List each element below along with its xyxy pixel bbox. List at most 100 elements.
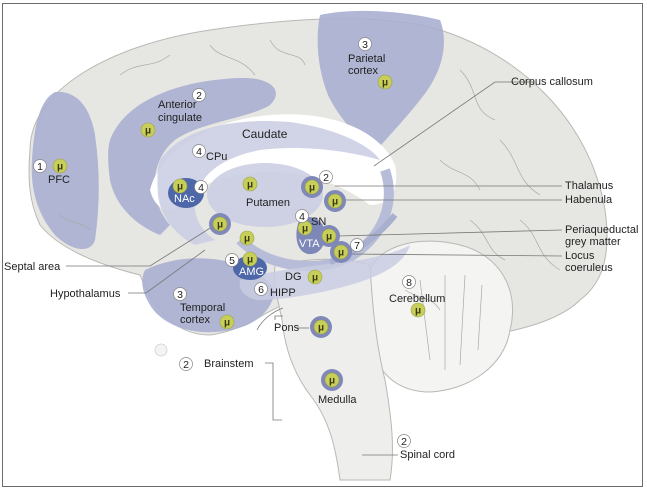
svg-text:5: 5 <box>229 255 235 267</box>
svg-text:4: 4 <box>196 146 202 158</box>
parietal-receptor-icon: μ <box>377 74 393 90</box>
sn-receptor-icon: μ <box>297 220 313 236</box>
svg-text:2: 2 <box>401 436 407 448</box>
nac-number-badge: 4 <box>194 180 208 194</box>
amg-receptor-icon: μ <box>242 251 258 267</box>
medulla-label: Medulla <box>318 394 357 406</box>
pfc-receptor-icon: μ <box>52 158 68 174</box>
vta-label: VTA <box>299 238 320 250</box>
svg-text:2: 2 <box>183 359 189 371</box>
sn-label: SN <box>311 216 326 228</box>
pfc-number-badge: 1 <box>33 159 47 173</box>
svg-text:μ: μ <box>309 183 315 194</box>
svg-text:7: 7 <box>354 240 360 252</box>
locus-coeruleus-receptor-icon: μ <box>330 241 352 263</box>
svg-text:μ: μ <box>302 224 308 235</box>
parietal-label-2: cortex <box>348 65 378 77</box>
nac-label: NAc <box>174 193 195 205</box>
thalamus-label: Thalamus <box>565 180 614 192</box>
periaqueductal-label-2: grey matter <box>565 236 621 248</box>
svg-text:μ: μ <box>217 220 223 231</box>
hippocampus-band <box>239 245 410 300</box>
periaqueductal-label-1: Periaqueductal <box>565 224 638 236</box>
pfc-label: PFC <box>48 174 70 186</box>
putamen-region <box>207 163 323 227</box>
hypothalamus-receptor-icon: μ <box>239 230 255 246</box>
amg-label: AMG <box>239 266 264 278</box>
habenula-receptor-icon: μ <box>324 190 346 212</box>
cpu-label: CPu <box>206 151 227 163</box>
svg-text:4: 4 <box>198 182 204 194</box>
anterior-cingulate-receptor-icon: μ <box>140 122 156 138</box>
periaqueductal-receptor-icon: μ <box>318 225 340 247</box>
spinal-cord-label: Spinal cord <box>400 449 455 461</box>
svg-text:μ: μ <box>224 318 230 329</box>
thalamus-number-number-badge: 2 <box>319 170 333 184</box>
anterior-cingulate-label-1: Anterior <box>158 99 197 111</box>
caudate-label: Caudate <box>242 127 288 141</box>
svg-text:μ: μ <box>247 180 253 191</box>
corpus-callosum-label: Corpus callosum <box>511 76 593 88</box>
svg-text:3: 3 <box>177 289 183 301</box>
gyrus-lines <box>59 39 561 370</box>
cpu-number-badge: 4 <box>192 144 206 158</box>
caudate-region <box>157 120 380 245</box>
dg-label: DG <box>285 271 302 283</box>
sn-number-badge: 4 <box>295 209 309 223</box>
svg-text:μ: μ <box>318 323 324 334</box>
spinal-cord-number-badge: 2 <box>397 434 411 448</box>
temporal-label-1: Temporal <box>180 302 225 314</box>
svg-text:μ: μ <box>338 248 344 259</box>
svg-text:3: 3 <box>362 39 368 51</box>
nac-receptor-icon: μ <box>172 178 188 194</box>
cerebellum-receptor-icon: μ <box>410 302 426 318</box>
svg-text:2: 2 <box>323 172 329 184</box>
svg-text:1: 1 <box>37 161 43 173</box>
svg-text:μ: μ <box>382 78 388 89</box>
anterior-cingulate-region <box>108 77 276 236</box>
brainstem-label: Brainstem <box>204 358 254 370</box>
putamen-label: Putamen <box>246 197 290 209</box>
amg-number-badge: 5 <box>225 253 239 267</box>
medulla-receptor-icon: μ <box>321 369 343 391</box>
number-badges: 1 2 3 4 4 2 4 7 5 6 3 8 2 2 <box>33 37 416 448</box>
habenula-label: Habenula <box>565 194 613 206</box>
svg-text:μ: μ <box>329 376 335 387</box>
svg-text:μ: μ <box>415 306 421 317</box>
anterior-cingulate-number-badge: 2 <box>192 88 206 102</box>
locus-number-number-badge: 7 <box>350 238 364 252</box>
pons-receptor-icon: μ <box>310 316 332 338</box>
svg-text:2: 2 <box>196 90 202 102</box>
svg-text:4: 4 <box>299 211 305 223</box>
locus-coeruleus-label-1: Locus <box>565 250 595 262</box>
temporal-cortex-number-badge: 3 <box>173 287 187 301</box>
parietal-cortex-number-badge: 3 <box>358 37 372 51</box>
svg-text:μ: μ <box>177 182 183 193</box>
svg-text:μ: μ <box>312 273 318 284</box>
cerebellum-label: Cerebellum <box>389 293 445 305</box>
svg-text:μ: μ <box>145 126 151 137</box>
hipp-label: HIPP <box>270 287 296 299</box>
thalamus-receptor-icon: μ <box>301 176 323 198</box>
svg-text:μ: μ <box>247 255 253 266</box>
locus-coeruleus-label-2: coeruleus <box>565 262 613 274</box>
svg-text:μ: μ <box>326 232 332 243</box>
svg-text:μ: μ <box>332 197 338 208</box>
temporal-label-2: cortex <box>180 314 210 326</box>
anterior-cingulate-label-2: cingulate <box>158 112 202 124</box>
svg-text:μ: μ <box>244 234 250 245</box>
svg-text:μ: μ <box>57 162 63 173</box>
temporal-receptor-icon: μ <box>219 314 235 330</box>
hypothalamus-label: Hypothalamus <box>50 288 121 300</box>
septal-receptor-icon: μ <box>209 213 231 235</box>
amg-region <box>233 256 267 280</box>
hipp-number-badge: 6 <box>254 282 268 296</box>
parietal-label-1: Parietal <box>348 53 385 65</box>
septal-area-label: Septal area <box>4 261 61 273</box>
decorative-circle <box>154 343 168 357</box>
dg-receptor-icon: μ <box>307 269 323 285</box>
cerebellum-number-badge: 8 <box>402 275 416 289</box>
brainstem-number-badge: 2 <box>179 357 193 371</box>
pons-label: Pons <box>274 322 300 334</box>
